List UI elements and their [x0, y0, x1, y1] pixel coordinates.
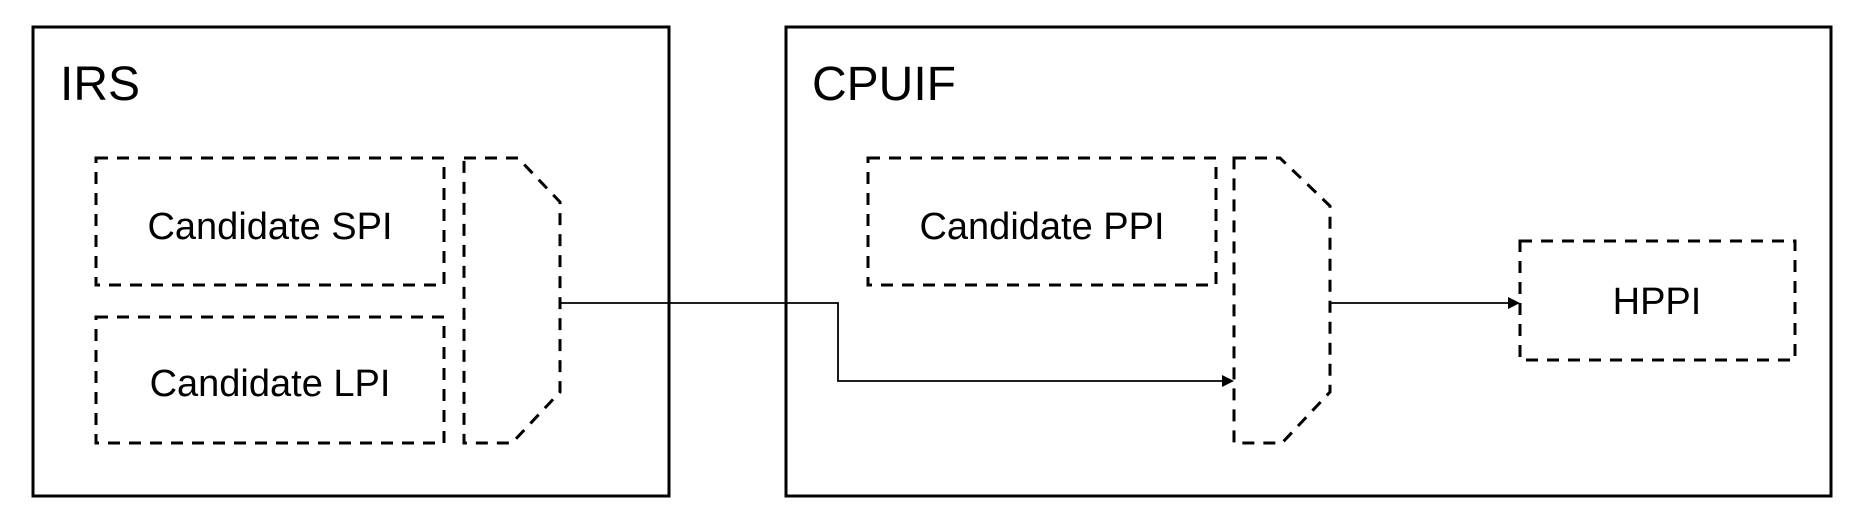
candidate-ppi-label: Candidate PPI [919, 206, 1164, 248]
irs-to-cpuif-arrow [560, 302, 1234, 387]
cpuif-title: CPUIF [812, 58, 956, 111]
cpuif-block: CPUIF Candidate PPI HPPI [784, 25, 1833, 498]
irs-title: IRS [60, 58, 140, 111]
candidate-ppi-box [866, 156, 1218, 287]
irs-selector-mux [462, 156, 562, 445]
irs-border [31, 25, 671, 498]
cpuif-selector-mux [1232, 156, 1332, 445]
hppi-box [1518, 239, 1797, 362]
candidate-lpi-label: Candidate LPI [150, 363, 391, 405]
candidate-spi-label: Candidate SPI [147, 206, 392, 248]
candidate-spi-box [94, 156, 446, 287]
hppi-label: HPPI [1613, 281, 1702, 323]
cpuif-border [784, 25, 1833, 498]
candidate-lpi-box [94, 315, 446, 445]
irs-block: IRS Candidate SPI Candidate LPI [31, 25, 671, 498]
